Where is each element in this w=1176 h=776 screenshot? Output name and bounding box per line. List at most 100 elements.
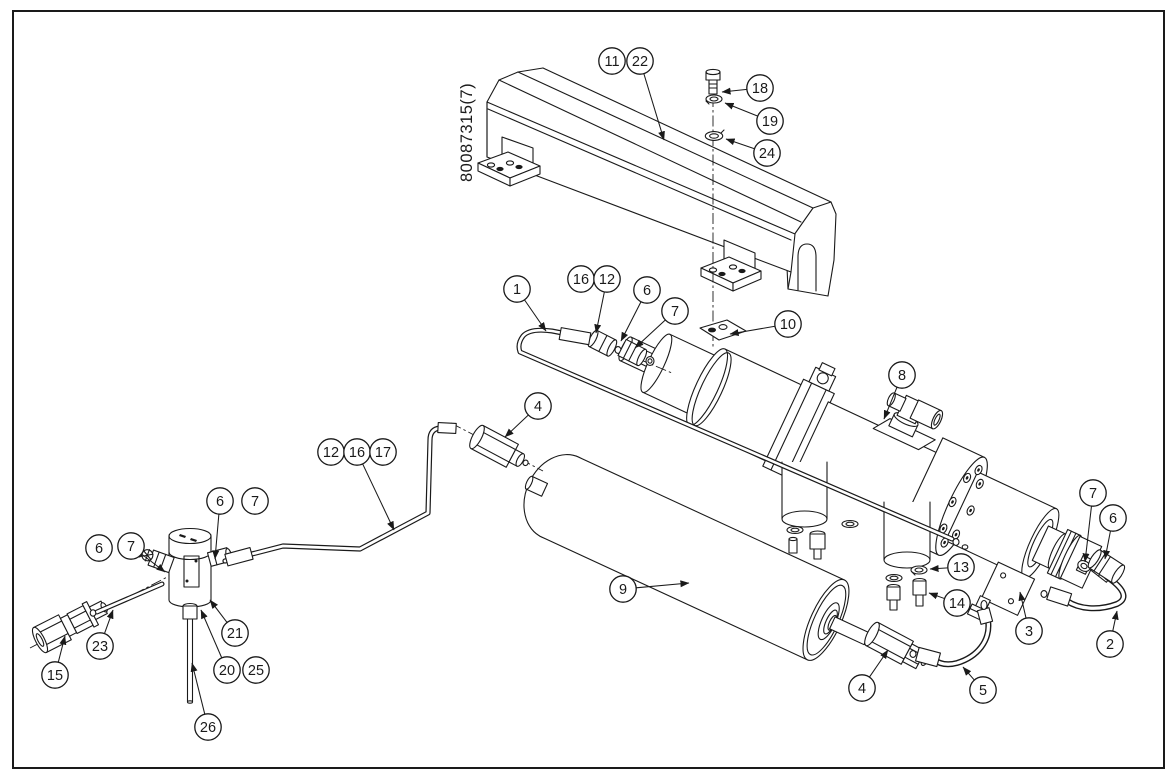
callout-label-24-9: 24 <box>759 146 775 162</box>
callout-label-15-20: 15 <box>47 668 63 684</box>
cover-bracket-right <box>700 239 762 292</box>
callout-label-16-14: 16 <box>349 445 365 461</box>
callout-circle-21-22 <box>221 619 249 647</box>
callout-17-15: 17 <box>369 438 397 466</box>
callout-10-10: 10 <box>729 310 802 338</box>
callout-circle-6-34 <box>1099 504 1127 532</box>
callout-7-33: 7 <box>1079 479 1107 563</box>
callout-26-25: 26 <box>190 662 222 741</box>
callout-label-21-22: 21 <box>227 626 243 642</box>
callout-circle-4-29 <box>848 674 876 702</box>
callout-label-10-10: 10 <box>780 317 796 333</box>
callout-label-23-21: 23 <box>92 639 108 655</box>
callout-circle-14-28 <box>943 589 971 617</box>
callout-11-5: 11 <box>598 47 626 75</box>
callout-label-7-17: 7 <box>251 494 259 510</box>
callout-leader-18-7 <box>721 87 747 95</box>
hose-2 <box>1040 555 1127 612</box>
callout-4-29: 4 <box>848 649 889 702</box>
callout-6-3: 6 <box>620 276 661 342</box>
cover-assembly <box>477 67 837 297</box>
callout-leader-22-6 <box>643 73 665 141</box>
flange-bolts <box>939 464 984 548</box>
callout-leader-24-9 <box>725 138 755 150</box>
callout-circle-1-0 <box>503 275 531 303</box>
callout-1-0: 1 <box>503 275 547 332</box>
callout-19-8: 19 <box>724 102 784 135</box>
callout-label-26-25: 26 <box>200 720 216 736</box>
callout-leader-14-28 <box>928 592 945 600</box>
callout-label-4-12: 4 <box>534 399 542 415</box>
callout-circle-3-31 <box>1015 617 1043 645</box>
callout-leader-8-11 <box>883 387 898 420</box>
callout-leader-7-19 <box>141 553 166 573</box>
callout-leader-12-2 <box>594 291 605 334</box>
callout-12-13: 12 <box>317 438 345 466</box>
callout-circle-19-8 <box>756 107 784 135</box>
tube-12-16-17 <box>222 421 457 567</box>
callout-circle-13-27 <box>947 553 975 581</box>
callout-leader-6-3 <box>620 301 642 342</box>
canister-left-fitting <box>136 549 175 574</box>
callout-leader-2-32 <box>1111 610 1119 632</box>
callout-leader-15-20 <box>57 635 67 663</box>
callout-circle-12-2 <box>593 265 621 293</box>
elbow-fitting <box>872 392 944 451</box>
callout-14-28: 14 <box>928 589 971 617</box>
main-cylinder <box>618 333 1103 623</box>
callout-label-7-4: 7 <box>671 304 679 320</box>
check-valve-upper <box>469 424 529 468</box>
callout-15-20: 15 <box>41 635 69 689</box>
callout-5-30: 5 <box>962 666 997 704</box>
callout-6-34: 6 <box>1099 504 1127 560</box>
part-number-label: 80087315(7) <box>458 83 476 182</box>
callout-8-11: 8 <box>883 361 916 420</box>
callout-circle-6-18 <box>85 534 113 562</box>
callout-label-12-2: 12 <box>599 272 615 288</box>
callout-leader-3-31 <box>1018 591 1027 619</box>
callout-label-8-11: 8 <box>898 368 906 384</box>
callout-label-7-33: 7 <box>1089 486 1097 502</box>
callout-label-6-34: 6 <box>1109 511 1117 527</box>
callout-label-14-28: 14 <box>949 596 965 612</box>
callout-circle-11-5 <box>598 47 626 75</box>
callout-label-6-16: 6 <box>216 494 224 510</box>
callout-circle-6-16 <box>206 487 234 515</box>
callout-23-21: 23 <box>86 609 114 660</box>
callout-leader-1-0 <box>524 299 547 332</box>
callout-leader-26-25 <box>190 662 206 715</box>
callout-9-26: 9 <box>609 575 690 603</box>
cover-bolt-stack <box>704 68 725 141</box>
callout-label-19-8: 19 <box>762 114 778 130</box>
callout-leader-4-12 <box>504 414 529 438</box>
callout-circle-7-17 <box>241 487 269 515</box>
callout-20-23: 20 <box>200 609 241 684</box>
callout-label-5-30: 5 <box>979 683 987 699</box>
callout-6-18: 6 <box>85 534 113 562</box>
callout-24-9: 24 <box>725 138 781 167</box>
callout-label-18-7: 18 <box>752 81 768 97</box>
callout-6-16: 6 <box>206 487 234 560</box>
callout-25-24: 25 <box>242 656 270 684</box>
callout-22-6: 22 <box>626 47 665 141</box>
callout-circle-7-4 <box>661 297 689 325</box>
callout-leader-6-16 <box>212 514 220 560</box>
callout-circle-6-3 <box>633 276 661 304</box>
callout-leader-19-8 <box>724 102 758 117</box>
check-valve-lower <box>864 621 928 670</box>
callout-label-13-27: 13 <box>953 560 969 576</box>
callout-leader-4-29 <box>869 649 889 678</box>
callout-leader-20-23 <box>200 609 223 659</box>
callout-label-11-5: 11 <box>604 54 619 70</box>
tube-23 <box>89 581 165 617</box>
callout-leader-16-14 <box>362 463 395 531</box>
callout-circle-8-11 <box>888 361 916 389</box>
fitting-6-right <box>1087 549 1126 584</box>
callout-label-20-23: 20 <box>219 663 235 679</box>
callout-label-4-29: 4 <box>858 681 866 697</box>
callout-circle-23-21 <box>86 632 114 660</box>
sheet-border <box>12 10 1165 769</box>
callout-16-14: 16 <box>343 438 395 531</box>
